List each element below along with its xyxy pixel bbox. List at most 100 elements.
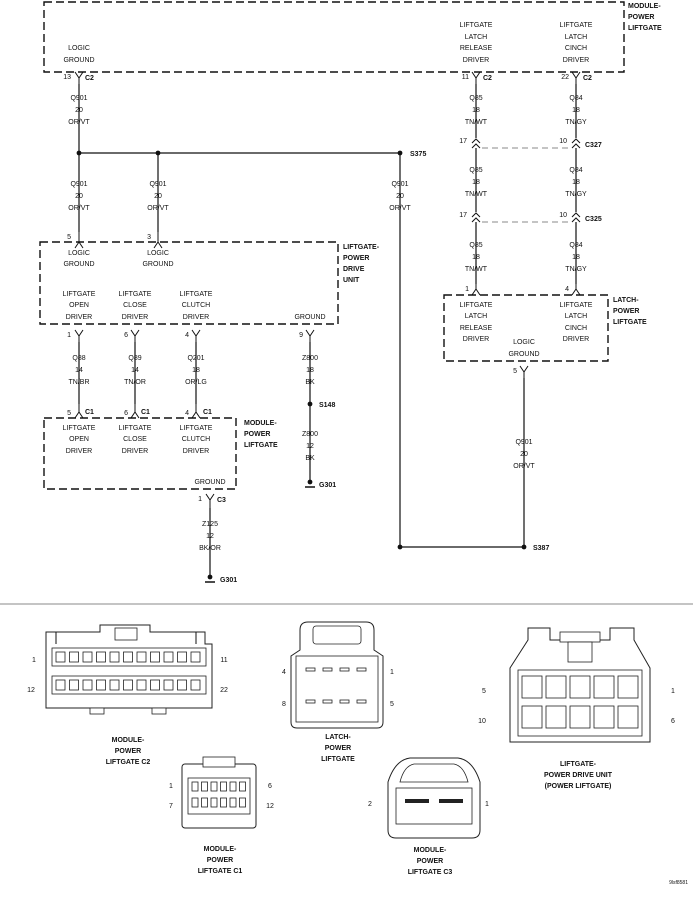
pdu-clutch-3: DRIVER bbox=[183, 314, 209, 321]
c1-pin-6: 6 bbox=[268, 783, 272, 790]
connector-cavity bbox=[220, 781, 227, 792]
wire-q89-color: TN/OR bbox=[124, 379, 146, 386]
wire-z800-b-gauge: 12 bbox=[306, 443, 314, 450]
c1-pin-7: 7 bbox=[169, 803, 173, 810]
pdu-pin-1: 1 bbox=[671, 688, 675, 695]
module-lower-name-3: LIFTGATE bbox=[244, 442, 278, 449]
c1-caption-2: POWER bbox=[207, 857, 233, 864]
pdu-open-1: LIFTGATE bbox=[63, 291, 96, 298]
connector-cavity bbox=[109, 679, 120, 691]
c2-caption-3: LIFTGATE C2 bbox=[106, 759, 151, 766]
ground-dot bbox=[207, 574, 213, 580]
splice-dot bbox=[521, 544, 527, 550]
module-power-liftgate-box bbox=[43, 1, 625, 73]
pin-pdu-1-symbol bbox=[74, 329, 84, 342]
wire-q85-a-color: TN/WT bbox=[465, 119, 488, 126]
latch-cinch-a-4: DRIVER bbox=[563, 336, 589, 343]
connector-c1-b: C1 bbox=[141, 409, 150, 416]
latch-logic-ground-1: LOGIC bbox=[513, 339, 535, 346]
wire-q84-c-gauge: 18 bbox=[572, 254, 580, 261]
c2-caption-2: POWER bbox=[115, 748, 141, 755]
wire-q901-a-color: OR/VT bbox=[68, 119, 90, 126]
connector-c1-c: C1 bbox=[203, 409, 212, 416]
pin-c327-17: 17 bbox=[459, 138, 467, 145]
connector-cavity bbox=[210, 797, 218, 808]
connector-c2-label-c: C2 bbox=[583, 75, 592, 82]
inline-c325-b bbox=[571, 212, 581, 223]
latch-power-liftgate-box bbox=[443, 294, 609, 362]
connector-cavity bbox=[229, 797, 237, 808]
logic-ground-line2: GROUND bbox=[63, 57, 94, 64]
connector-cavity bbox=[96, 651, 106, 663]
pin-latch-4: 4 bbox=[565, 286, 569, 293]
mod-ground: GROUND bbox=[194, 479, 225, 486]
latch-release-a-2: LATCH bbox=[465, 313, 487, 320]
wire-z125-color: BK/OR bbox=[199, 545, 221, 552]
connector-cavity bbox=[82, 679, 93, 691]
wire-q84-b-color: TN/GY bbox=[565, 191, 587, 198]
pin-pdu-9: 9 bbox=[299, 332, 303, 339]
splice-s375: S375 bbox=[410, 151, 426, 158]
connector-c3: C3 bbox=[217, 497, 226, 504]
connector-cavity bbox=[123, 651, 133, 663]
pdu-pin-10: 10 bbox=[478, 718, 486, 725]
connector-cavity bbox=[569, 675, 591, 699]
latch-cinch-a-3: CINCH bbox=[565, 325, 587, 332]
wire-q84-b-id: Q84 bbox=[569, 167, 582, 174]
connector-cavity bbox=[69, 651, 79, 663]
pin-pdu-4: 4 bbox=[185, 332, 189, 339]
mod-clutch-2: CLUTCH bbox=[182, 436, 210, 443]
connector-c2-label-a: C2 bbox=[85, 75, 94, 82]
pin-pdu-5-symbol bbox=[74, 232, 84, 249]
connector-cavity bbox=[201, 797, 208, 808]
wire-q84-b-gauge: 18 bbox=[572, 179, 580, 186]
wire-q901-e-color: OR/VT bbox=[513, 463, 535, 470]
c3-caption-3: LIFTGATE C3 bbox=[408, 869, 453, 876]
connector-cavity bbox=[136, 679, 147, 691]
pin-c3-1: 1 bbox=[198, 496, 202, 503]
connector-cavity bbox=[55, 679, 66, 691]
wire-q901-e-gauge: 20 bbox=[520, 451, 528, 458]
wire-z125-gauge: 12 bbox=[206, 533, 214, 540]
pin-c2-13-symbol bbox=[74, 71, 84, 84]
c1-caption-1: MODULE- bbox=[204, 846, 237, 853]
pdu-ground: GROUND bbox=[294, 314, 325, 321]
latch-release-a-1: LIFTGATE bbox=[460, 302, 493, 309]
latch-cinch-line3: CINCH bbox=[565, 45, 587, 52]
pdu-close-1: LIFTGATE bbox=[119, 291, 152, 298]
connector-cavity bbox=[190, 679, 201, 691]
wire-z125-id: Z125 bbox=[202, 521, 218, 528]
connector-cavity bbox=[569, 705, 591, 729]
connector-cavity bbox=[617, 675, 639, 699]
wire-q901-c-color: OR/VT bbox=[147, 205, 169, 212]
latch-release-line2: LATCH bbox=[465, 34, 487, 41]
module-lower-name-2: POWER bbox=[244, 431, 270, 438]
mod-clutch-3: DRIVER bbox=[183, 448, 209, 455]
ground-g301-b: G301 bbox=[220, 577, 237, 584]
mod-clutch-1: LIFTGATE bbox=[180, 425, 213, 432]
wire-q85-a-id: Q85 bbox=[469, 95, 482, 102]
splice-s387: S387 bbox=[533, 545, 549, 552]
pdu-caption-2: POWER DRIVE UNIT bbox=[544, 772, 613, 779]
wire-q901-c-id: Q901 bbox=[149, 181, 166, 188]
pdu-close-3: DRIVER bbox=[122, 314, 148, 321]
wire-z800-a-color: BK bbox=[305, 379, 315, 386]
latch-logic-ground-2: GROUND bbox=[508, 351, 539, 358]
latch-name-2: POWER bbox=[613, 308, 639, 315]
mod-open-3: DRIVER bbox=[66, 448, 92, 455]
connector-cavity bbox=[220, 797, 227, 808]
pin-latch-5-symbol bbox=[519, 365, 529, 378]
pin-latch-1: 1 bbox=[465, 286, 469, 293]
connector-cavity bbox=[96, 679, 106, 691]
pin-c1-6-symbol bbox=[130, 404, 140, 419]
connector-cavity bbox=[191, 797, 199, 808]
wire-q88-id: Q88 bbox=[72, 355, 85, 362]
connector-cavity bbox=[545, 705, 567, 729]
pdu-clutch-2: CLUTCH bbox=[182, 302, 210, 309]
pin-pdu-1: 1 bbox=[67, 332, 71, 339]
connector-cavity bbox=[123, 679, 133, 691]
pin-c2-13: 13 bbox=[63, 74, 71, 81]
connector-cavity bbox=[201, 781, 208, 792]
wire-q84-a-gauge: 18 bbox=[572, 107, 580, 114]
pin-pdu-3-symbol bbox=[153, 232, 163, 249]
